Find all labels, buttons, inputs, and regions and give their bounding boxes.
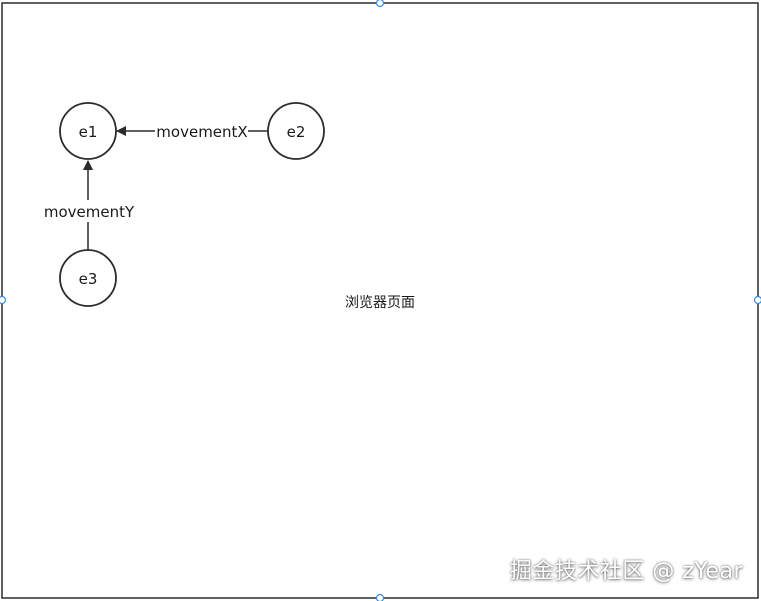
node-e1-label: e1	[79, 123, 98, 141]
edge-label-movementy: movementY	[44, 203, 135, 221]
node-e3[interactable]	[59, 249, 117, 307]
resize-handle-left[interactable]	[0, 295, 7, 305]
node-e2[interactable]	[267, 102, 325, 160]
resize-handle-top[interactable]	[375, 0, 385, 8]
node-e2-label: e2	[287, 123, 306, 141]
watermark: 掘金技术社区 @ zYear	[509, 559, 743, 584]
edge-label-movementx: movementX	[156, 123, 247, 141]
node-e1[interactable]	[59, 102, 117, 160]
resize-handle-right[interactable]	[753, 295, 761, 305]
node-e3-label: e3	[79, 270, 98, 288]
browser-page-label: 浏览器页面	[345, 295, 415, 311]
resize-handle-bottom[interactable]	[375, 593, 385, 601]
